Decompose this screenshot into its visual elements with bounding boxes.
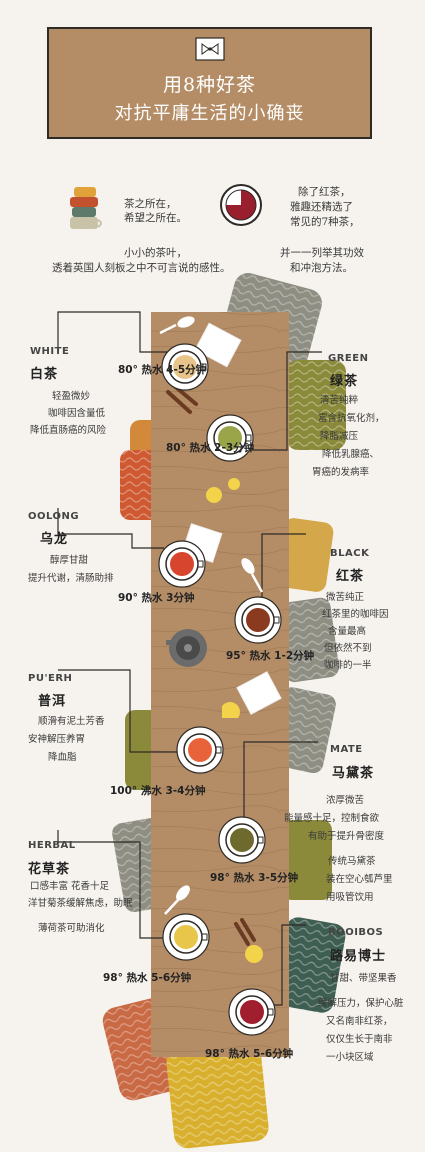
intro-bottom-right: 并一一列举其功效 — [280, 247, 364, 259]
tea-oolong-cn: 乌龙 — [40, 532, 69, 547]
tea-oolong-brew: 90° 热水 3分钟 — [118, 592, 195, 604]
tea-mate-desc-5: 用吸管饮用 — [326, 892, 374, 903]
tea-green-desc-1: 富含抗氧化剂， — [318, 413, 385, 424]
tea-herbal-desc-1: 洋甘菊茶缓解焦虑，助眠 — [28, 898, 133, 909]
tea-black-desc-0: 微苦纯正 — [326, 592, 365, 603]
tea-puerh-cn: 普洱 — [38, 694, 67, 709]
tea-rooibos-en: ROOIBOS — [328, 927, 384, 938]
header-title-line2: 对抗平庸生活的小确丧 — [114, 103, 305, 124]
tea-black-brew: 95° 热水 1-2分钟 — [226, 650, 315, 662]
tea-black-en: BLACK — [330, 548, 370, 559]
tea-rooibos-brew: 98° 热水 5-6分钟 — [205, 1048, 294, 1060]
coaster-olive-lower-right — [282, 820, 332, 900]
intro-left-line2: 希望之所在。 — [124, 212, 187, 224]
tea-white-cn: 白茶 — [30, 367, 59, 382]
teapot-icon — [166, 629, 207, 667]
tea-rooibos-desc-0: 甘甜、带坚果香 — [330, 973, 397, 984]
tea-mate-cn: 马黛茶 — [332, 766, 375, 781]
tea-herbal-cup-icon — [162, 913, 210, 961]
tea-mate-desc-1: 能量感十足，控制食欲 — [284, 813, 380, 824]
tea-mate-desc-3: 传统马黛茶 — [328, 856, 376, 867]
tea-rooibos-desc-1: 缓解压力，保护心脏 — [318, 998, 404, 1009]
tea-white-desc-2: 降低直肠癌的风险 — [30, 425, 107, 436]
tea-green-cup-icon — [206, 414, 254, 462]
tea-herbal-desc-2: 薄荷茶可助消化 — [38, 923, 105, 934]
intro-right-line2: 雅趣还精选了 — [290, 201, 353, 213]
intro-bottom-line2: 透着英国人刻板之中不可言说的感性。 — [52, 262, 231, 274]
coaster-teal-right — [274, 917, 346, 1013]
intro-bottom-right2: 和冲泡方法。 — [290, 262, 353, 274]
header-title-line1: 用8种好茶 — [162, 74, 257, 96]
tea-black-cn: 红茶 — [336, 569, 365, 584]
tea-green-desc-0: 清苦纯粹 — [320, 395, 359, 406]
tea-black-desc-3: 但依然不到 — [324, 643, 372, 654]
tea-herbal-cn: 花草茶 — [28, 862, 71, 877]
tea-herbal-en: HERBAL — [28, 840, 76, 851]
intro-right-line3: 常见的7种茶， — [290, 216, 360, 228]
tea-puerh-desc-2: 降血脂 — [48, 752, 77, 763]
tea-puerh-cup-icon — [176, 726, 224, 774]
tea-white-desc-0: 轻盈微妙 — [52, 391, 91, 402]
coaster-olive-right — [286, 360, 346, 450]
tea-mate-en: MATE — [330, 744, 363, 755]
tea-rooibos-desc-2: 又名南非红茶， — [326, 1016, 393, 1027]
tea-herbal-desc-0: 口感丰富 花香十足 — [30, 881, 110, 892]
tea-mate-desc-0: 浓厚微苦 — [326, 795, 365, 806]
tea-white-brew: 80° 热水 4-5分钟 — [118, 364, 207, 376]
tea-white-en: WHITE — [30, 346, 70, 357]
tea-rooibos-desc-3: 仅仅生长于南非 — [326, 1034, 393, 1045]
tea-green-en: GREEN — [328, 353, 369, 364]
tea-oolong-en: OOLONG — [28, 511, 80, 522]
tea-mate-brew: 98° 热水 3-5分钟 — [210, 872, 299, 884]
tea-oolong-desc-0: 醇厚甘甜 — [50, 555, 89, 566]
bowtie-icon — [195, 37, 225, 61]
tea-rooibos-cup-icon — [228, 988, 276, 1036]
coaster-mustard-bottom — [166, 1041, 269, 1149]
tea-black-cup-icon — [234, 596, 282, 644]
lemon-slice-icon — [206, 478, 240, 503]
tea-mate-desc-2: 有助于提升骨密度 — [308, 831, 385, 842]
tea-rooibos-cn: 路易博士 — [330, 949, 387, 964]
tea-mate-cup-icon — [218, 816, 266, 864]
tea-green-desc-2: 降脂减压 — [320, 431, 359, 442]
tea-herbal-brew: 98° 热水 5-6分钟 — [103, 972, 192, 984]
tea-puerh-en: PU'ERH — [28, 673, 73, 684]
intro-bottom-line1: 小小的茶叶， — [124, 247, 187, 259]
timer-clock-icon — [220, 184, 262, 226]
tea-black-desc-1: 红茶里的咖啡因 — [322, 609, 389, 620]
tea-puerh-desc-0: 顺滑有泥土芳香 — [38, 716, 105, 727]
coaster-grey-right — [275, 597, 340, 683]
teacup-stack-icon — [70, 187, 102, 229]
intro-left-line1: 茶之所在， — [124, 198, 177, 210]
coaster-mustard-right — [276, 518, 334, 592]
tea-green-brew: 80° 热水 2-3分钟 — [166, 442, 255, 454]
tea-white-cup-icon — [161, 343, 209, 391]
tea-green-cn: 绿茶 — [330, 374, 359, 389]
tea-black-desc-4: 咖啡的一半 — [324, 660, 372, 671]
tea-oolong-desc-1: 提升代谢，清肠助排 — [28, 573, 114, 584]
tea-white-desc-1: 咖啡因含量低 — [48, 408, 106, 419]
tea-mate-desc-4: 装在空心瓠芦里 — [326, 874, 393, 885]
tea-rooibos-desc-4: 一小块区域 — [326, 1052, 374, 1063]
tea-oolong-cup-icon — [158, 540, 206, 588]
tea-green-desc-4: 胃癌的发病率 — [312, 467, 370, 478]
tea-green-desc-3: 降低乳腺癌、 — [322, 449, 380, 460]
tea-puerh-brew: 100° 沸水 3-4分钟 — [110, 785, 206, 797]
intro-right-line1: 除了红茶， — [298, 186, 351, 198]
spoon-icon — [159, 316, 195, 335]
tea-puerh-desc-1: 安神解压养胃 — [28, 734, 86, 745]
tea-black-desc-2: 含量最高 — [328, 626, 367, 637]
